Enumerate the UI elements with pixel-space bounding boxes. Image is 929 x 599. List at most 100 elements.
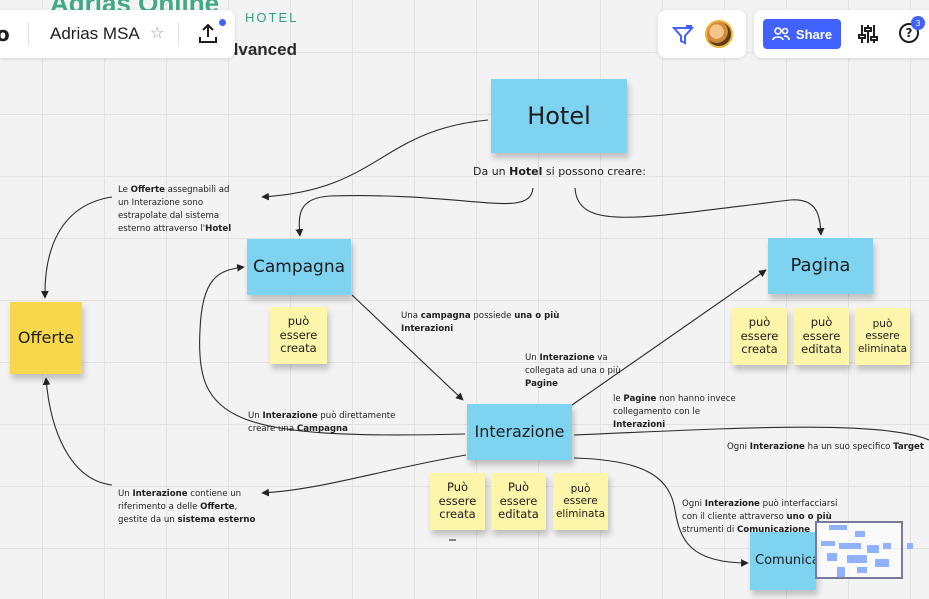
minimap-block [837,567,845,577]
minimap-block [829,525,847,530]
upload-icon[interactable] [196,22,220,46]
note-text: può direttamente creare una [248,410,396,434]
sticky-pagina[interactable]: Pagina [768,238,873,294]
actions-bar: Share ? 3 [754,10,929,58]
note-bold: Hotel [509,165,543,178]
note-text: Ogni [682,498,705,509]
note-bold: Interazione [749,442,805,452]
sticky-pagina-editata[interactable]: può essere editata [794,308,849,365]
sticky-campagna-creata-label: può essere creata [279,313,318,356]
note-text: Da un [473,165,510,178]
minimap-block [875,559,889,567]
note-bold: Target [893,442,924,452]
share-label: Share [795,26,833,42]
app-brand[interactable]: o [0,22,10,46]
minimap-block [839,543,861,549]
note-bold: campagna [420,310,471,321]
sticky-interazione-editata[interactable]: Può essere editata [491,473,546,530]
sticky-pagina-eliminata-label: può essere eliminata [857,317,908,355]
note-bold: Offerte [200,501,235,512]
note-text: non hanno invece collegamento con le [613,393,736,417]
collaboration-bar [658,10,746,58]
note-text: ha un suo specifico [804,442,894,452]
note-bold: Pagine [623,393,657,404]
sticky-hotel-label: Hotel [527,101,591,130]
sticky-campagna[interactable]: Campagna [247,239,351,295]
help-icon[interactable]: ? [899,23,919,43]
sticky-interazione-creata[interactable]: Può essere creata [430,473,485,530]
sticky-interazione-editata-label: Può essere editata [498,479,539,522]
minimap-block [821,541,835,546]
note-interazione-campagna[interactable]: Un Interazione può direttamente creare u… [248,397,395,436]
note-comunicazione[interactable]: Ogni Interazione può interfacciarsi con … [682,485,837,537]
sticky-campagna-label: Campagna [252,256,346,277]
board-header: o Adrias MSA ☆ [0,10,235,58]
note-bold: Interazione [539,352,595,363]
minimap-block [857,567,867,573]
sticky-pagina-creata[interactable]: può essere creata [732,308,787,365]
note-text: può interfacciarsi con il cliente attrav… [682,498,838,522]
note-offerte-origin[interactable]: Le Offerte assegnabili ad un Interazione… [118,171,231,235]
note-target[interactable]: Ogni Interazione ha un suo specifico Tar… [727,441,924,454]
sticky-interazione-label: Interazione [474,422,565,442]
star-icon[interactable]: ☆ [150,23,165,42]
note-text: si possono creare: [542,165,646,178]
note-bold: Comunicazione [737,524,811,535]
sticky-offerte-label: Offerte [17,328,75,348]
note-bold: uno o più [786,511,832,522]
note-text: Un [118,488,133,499]
board-subtitle: dvanced [228,40,297,59]
notification-dot [219,19,226,26]
note-text: Un [248,410,263,421]
sticky-offerte[interactable]: Offerte [10,302,82,374]
sticky-campagna-creata[interactable]: può essere creata [270,307,327,364]
minimap[interactable] [815,521,913,579]
note-text: Un [525,352,540,363]
sticky-interazione-creata-label: Può essere creata [438,479,477,522]
divider [178,22,179,46]
minimap-block [883,543,891,549]
note-bold: Interazioni [613,419,666,430]
note-text: assegnabili ad un Interazione sono estra… [118,184,230,234]
sticky-pagina-editata-label: può essere editata [801,314,842,357]
note-bold: una o più Interazioni [401,310,560,334]
note-bold: sistema esterno [177,514,256,525]
note-text: Le [118,184,131,195]
note-text: , gestite da un [118,501,238,525]
note-bold: Pagine [525,378,558,389]
minimap-block [847,555,867,563]
sticky-interazione-eliminata-label: può essere eliminata [555,482,606,520]
note-bold: Hotel [205,223,232,234]
note-bold: Interazione [132,488,188,499]
sticky-comunicazione[interactable]: Comunica [750,532,816,590]
sticky-hotel[interactable]: Hotel [491,79,627,153]
note-text: contiene un riferimento a delle [118,488,242,512]
share-button[interactable]: Share [763,19,841,49]
sticky-interazione[interactable]: Interazione [467,404,572,460]
note-pagine-no-link[interactable]: le Pagine non hanno invece collegamento … [613,380,736,432]
note-text: strumenti di [682,524,735,535]
note-bold: Interazione [704,498,760,509]
settings-sliders-icon[interactable] [857,23,879,45]
note-campagna-interazioni[interactable]: Una campagna possiede una o più Interazi… [401,297,559,336]
sticky-pagina-eliminata[interactable]: può essere eliminata [855,308,910,365]
sticky-pagina-creata-label: può essere creata [740,314,779,357]
minimap-block [867,545,879,553]
note-text: possiede [470,310,515,321]
board-title[interactable]: Adrias MSA [50,24,140,43]
avatar[interactable] [705,20,733,48]
note-interazione-pagine[interactable]: Un Interazione va collegata ad una o più… [525,339,621,391]
note-bold: Offerte [130,184,165,195]
note-interazione-offerte[interactable]: Un Interazione contiene un riferimento a… [118,475,255,527]
note-text: le [613,393,624,404]
help-badge: 3 [911,16,925,30]
users-icon [772,27,790,41]
reactions-filter-icon[interactable] [672,24,694,46]
note-text: Ogni [727,442,750,452]
minimap-block [907,543,913,549]
sticky-interazione-eliminata[interactable]: può essere eliminata [553,473,608,530]
note-hotel-sub[interactable]: Da un Hotel si possono creare: [473,164,646,181]
note-bold: Campagna [296,423,348,434]
note-bold: Interazione [262,410,318,421]
sticky-pagina-label: Pagina [790,255,851,277]
